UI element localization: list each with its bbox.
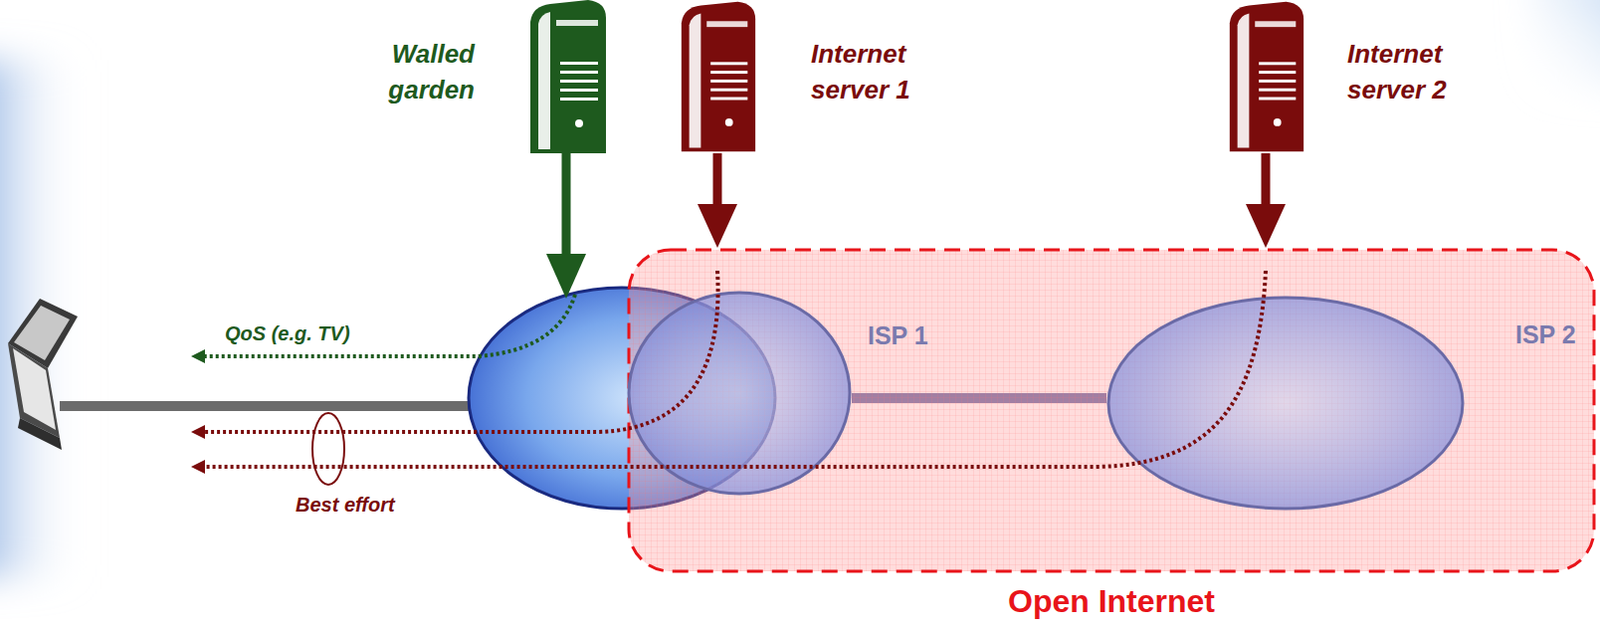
server-led (575, 119, 584, 128)
flow-label: Best effort (295, 493, 396, 517)
server-label: Internet server 2 (1347, 35, 1497, 109)
server-node: Internet server 1 (673, 0, 762, 154)
flow-head (191, 424, 205, 439)
server-vent (710, 70, 748, 74)
server-vent (560, 88, 599, 92)
server-vent (1258, 61, 1296, 65)
server-arrow (1245, 153, 1286, 248)
bundle-ring (312, 412, 345, 485)
access-line (59, 400, 474, 411)
isp-ellipse (1106, 295, 1465, 511)
region-node: Open InternetISP 1ISP 2 (626, 247, 1597, 574)
server-icon (522, 0, 612, 154)
server-arrow (697, 153, 738, 248)
server-icon (1221, 0, 1310, 154)
network-label: ISP 1 (867, 318, 958, 354)
server-vent (560, 97, 599, 101)
server-vent (560, 61, 599, 65)
server-highlight (538, 11, 551, 150)
server-vent (710, 79, 748, 83)
server-vent (1258, 70, 1296, 74)
server-body (1229, 1, 1304, 153)
isp-outline (1108, 297, 1463, 509)
server-node: Internet server 2 (1221, 0, 1310, 154)
region-border (628, 249, 1595, 572)
server-slot (1254, 20, 1296, 27)
server-vent (710, 88, 748, 92)
flow-label: QoS (e.g. TV) (224, 322, 351, 346)
server-led (725, 118, 734, 127)
isp-outline (628, 292, 850, 494)
qos-flow (203, 294, 576, 357)
server-vent (1258, 97, 1296, 101)
server-led (1273, 118, 1282, 127)
side-blob (0, 59, 80, 578)
flow-head (191, 459, 205, 474)
server-vent (560, 70, 599, 74)
network-node: ISP 2 (1106, 295, 1465, 511)
server-vent (1258, 79, 1296, 83)
server-vent (1258, 88, 1296, 92)
server-slot (706, 20, 748, 27)
server-body (530, 0, 606, 154)
server-vent (710, 97, 748, 101)
network-label: ISP 2 (1515, 317, 1600, 353)
server-body (681, 1, 756, 153)
network-label: Open Internet (626, 579, 1597, 624)
server-slot (556, 19, 599, 26)
best-effort-flow (203, 270, 719, 432)
connector-line (713, 153, 723, 206)
server-vent (560, 79, 599, 83)
server-label: Walled garden (350, 35, 475, 109)
server-label: Internet server 1 (810, 35, 961, 109)
arrow-head (1245, 203, 1286, 248)
walled-garden-arrow (546, 153, 587, 299)
best-effort-flow (203, 270, 1266, 467)
connector-line (1261, 153, 1271, 206)
server-highlight (1237, 12, 1250, 148)
corner-blob (1532, 0, 1600, 90)
server-node: Walled garden (522, 0, 612, 154)
server-icon (673, 0, 762, 154)
server-vent (710, 61, 748, 65)
qos-head (191, 349, 205, 364)
server-highlight (689, 12, 702, 148)
laptop-icon (7, 298, 78, 450)
arrow-head (697, 203, 738, 248)
